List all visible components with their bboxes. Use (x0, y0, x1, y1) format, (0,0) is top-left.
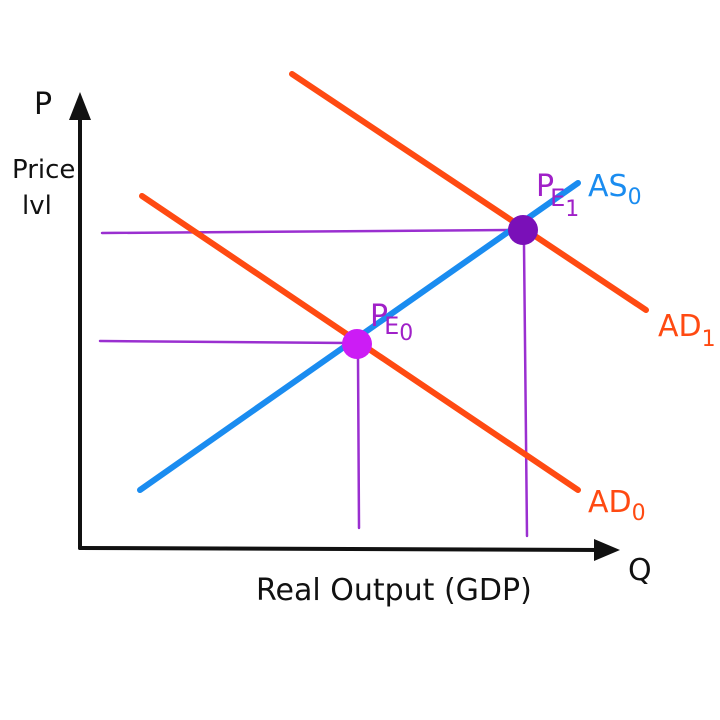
axes (69, 92, 620, 561)
as0-label-sub: 0 (628, 185, 642, 210)
guide-horizontal-e1 (100, 228, 514, 235)
ad0-label-sub: 0 (632, 501, 646, 526)
ad1-label-sub: 1 (702, 327, 716, 352)
x-axis-arrow (594, 539, 620, 561)
ad1-label-main: AD (658, 309, 702, 344)
e0-label-main: P (370, 299, 388, 334)
as0-label: AS0 (588, 169, 642, 210)
ad1-label: AD1 (658, 309, 716, 352)
x-axis (78, 546, 604, 552)
ad0-label-main: AD (588, 485, 632, 520)
curve-labels: AS0 AD1 AD0 (588, 169, 716, 526)
ad1-curve (289, 71, 649, 313)
equilibrium-e1-point (508, 215, 538, 245)
equilibrium-points (342, 215, 538, 359)
guide-horizontal-e0 (98, 339, 350, 345)
ad0-label: AD0 (588, 485, 646, 526)
as0-label-main: AS (588, 169, 628, 204)
e0-label-idx: 0 (399, 321, 413, 346)
y-axis-arrow (69, 92, 91, 120)
e1-label-main: P (536, 169, 554, 204)
equilibrium-e0-label: PE0 (370, 299, 413, 346)
x-axis-label: Real Output (GDP) (256, 573, 532, 608)
y-axis-label-line2: lvl (22, 191, 52, 221)
curves (137, 71, 649, 493)
x-axis-symbol: Q (628, 553, 652, 588)
y-axis-label-line1: Price (12, 155, 75, 185)
e1-label-sub: E (550, 184, 565, 212)
e1-label-idx: 1 (565, 197, 579, 222)
axis-labels: P Price lvl Q Real Output (GDP) (12, 87, 652, 608)
y-axis-symbol: P (34, 87, 52, 122)
guide-vertical-e1 (522, 243, 529, 538)
guide-vertical-e0 (356, 356, 361, 530)
equilibrium-e0-point (342, 329, 372, 359)
equilibrium-e1-label: PE1 (536, 169, 579, 222)
e0-label-sub: E (384, 312, 399, 340)
equilibrium-labels: PE0 PE1 (370, 169, 579, 346)
guide-lines (98, 228, 529, 538)
